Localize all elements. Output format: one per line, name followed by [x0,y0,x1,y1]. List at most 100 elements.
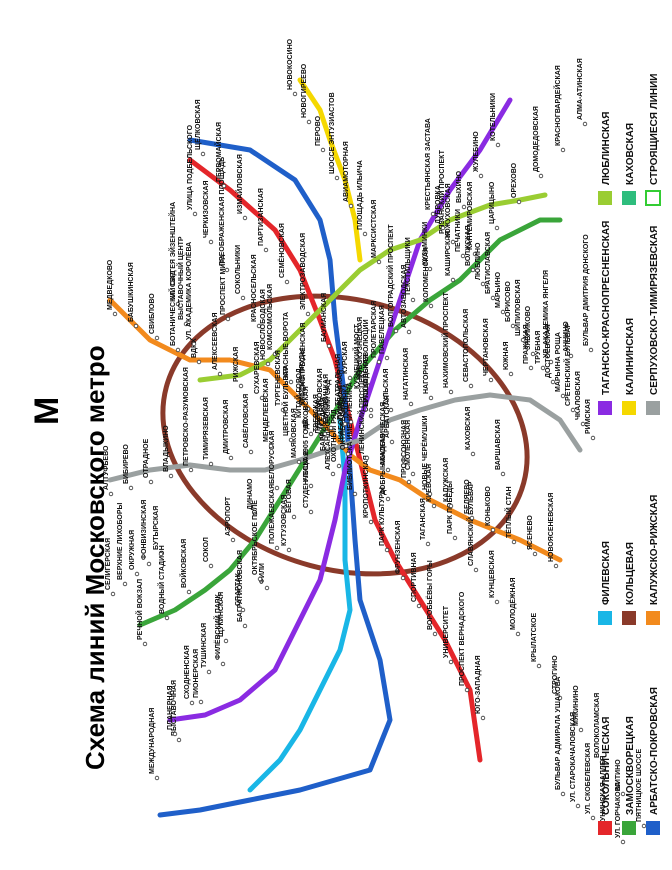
station-marker [490,527,496,533]
station-marker [186,589,192,595]
station-marker [568,353,574,359]
station-label: МЕНДЕЛЕЕВСКАЯ [263,378,270,442]
station-marker [500,309,506,315]
station-marker [286,547,292,553]
map-title: Схема линий Московского метро [80,345,110,770]
station-marker [495,142,501,148]
station-label: КУЗНЕЦКИЙ МОСТ [352,324,361,389]
station-label: ВОДНЫЙ СТАДИОН [157,545,166,614]
station-marker [288,437,294,443]
station-label: КУНЦЕВСКАЯ [489,550,496,598]
station-marker [133,323,139,329]
station-marker [448,503,454,509]
station-marker [410,471,416,477]
station-label: БАРРИКАДНАЯ [320,397,327,451]
station-marker [464,687,470,693]
station-marker [158,551,164,557]
station-marker [168,473,174,479]
station-marker [553,563,559,569]
station-marker [188,467,194,473]
station-label: ЧИСТЫЕ ПРУДЫ [299,348,306,406]
title-block: М Схема линий Московского метро [28,345,110,770]
station-marker [334,175,340,181]
station-label: ПЯТНИЦКОЕ ШОССЕ [636,749,643,822]
station-marker [488,377,494,383]
station-label: ШОССЕ ЭНТУЗИАСТОВ [329,92,336,174]
legend-swatch [646,401,660,415]
station-marker [450,277,456,283]
station-marker [548,359,554,365]
station-marker [560,147,566,153]
station-marker [330,471,336,477]
station-label: ЛЕНИНСКИЙ ПРОСПЕКТ [357,369,366,454]
station-marker [291,514,297,520]
station-label: РЯЗАНСКИЙ ПРОСПЕКТ [437,149,446,234]
station-marker [225,316,231,322]
station-label: ПЕРВОМАЙСКАЯ [214,122,223,182]
station-marker [478,173,484,179]
legend-label: СЕРПУХОВСКО-ТИМИРЯЗЕВСКАЯ [649,226,660,395]
station-label: ПРАЖСКАЯ [523,324,530,364]
station-marker [620,839,626,845]
station-label: ЩУКИНСКАЯ [218,592,225,637]
station-label: ЖУЛЕБИНО [473,131,480,173]
legend-swatch [598,821,612,835]
station-marker [450,239,456,245]
station-marker [265,361,271,367]
station-marker [406,479,412,485]
station-marker [368,407,374,413]
station-label: РИЖСКАЯ [233,347,240,382]
station-marker [557,695,563,701]
legend-swatch [622,191,636,205]
metro-logo: М [28,397,66,425]
station-label: УЛ. АКАДЕМИКА КОРОЛЁВА [185,242,193,340]
station-label: КРАСНОГВАРДЕЙСКАЯ [553,65,562,146]
station-label: АРБАТСКАЯ [384,395,391,438]
station-label: КРАСНОПРЕСНЕНСКАЯ [300,323,307,405]
station-label: АКАДЕМИЧЕСКАЯ [380,402,387,466]
station-marker [263,247,269,253]
station-label: КАШИРСКАЯ [445,231,452,276]
station-label: ВЕРХНИЕ ЛИХОБОРЫ [117,502,124,580]
station-marker [470,451,476,457]
station-marker [400,575,406,581]
station-marker [428,395,434,401]
station-marker [376,259,382,265]
station-label: ТЕКСТИЛЬЩИКИ [405,237,412,296]
station-marker [452,535,458,541]
legend-label: ЛЮБЛИНСКАЯ [601,112,612,185]
station-label: НОВОГИРЕЕВО [301,63,308,118]
station-label: КОНЬКОВО [485,486,492,526]
station-label: КУТУЗОВСКАЯ [281,495,288,546]
station-label: СЕЛИГЕРСКАЯ [105,538,112,590]
station-label: КРЕСТЬЯНСКАЯ ЗАСТАВА [425,118,432,210]
station-marker [242,215,248,221]
station-marker [385,467,391,473]
station-label: СВИБЛОВО [149,293,156,334]
station-marker [620,791,626,797]
station-label: КИТАЙ-ГОРОД [294,368,303,418]
station-label: ФИЛЁВСКИЙ ПАРК [213,594,222,660]
station-marker [248,449,254,455]
station-label: СУХАРЕВСКАЯ [254,341,261,394]
station-marker [172,731,178,737]
station-label: ДУБРОВКА [435,185,442,224]
station-label: МАРЬИНА РОЩА [555,332,562,392]
station-label: СРЕТЕНСКИЙ БУЛЬВАР [563,323,572,406]
station-label: ЦАРИЦЫНО [489,181,496,224]
station-marker [578,727,584,733]
line-zamoskvoretskaya [137,217,563,628]
station-label: АЛЕКСЕЕВСКАЯ [212,313,219,371]
station-marker [427,266,433,272]
station-label: ОРЕХОВО [511,162,518,198]
station-marker [112,311,118,317]
station-label: УЛ. СТАРОКАЧАЛОВСКАЯ [570,712,577,802]
station-label: КРАСНЫЕ ВОРОТА [283,312,290,378]
station-marker [110,591,116,597]
legend-swatch [646,821,660,835]
station-label: ТИМИРЯЗЕВСКАЯ [203,397,210,460]
station-label: ПЕТРОВСКО-РАЗУМОВСКАЯ [183,367,190,466]
station-marker [480,281,486,287]
